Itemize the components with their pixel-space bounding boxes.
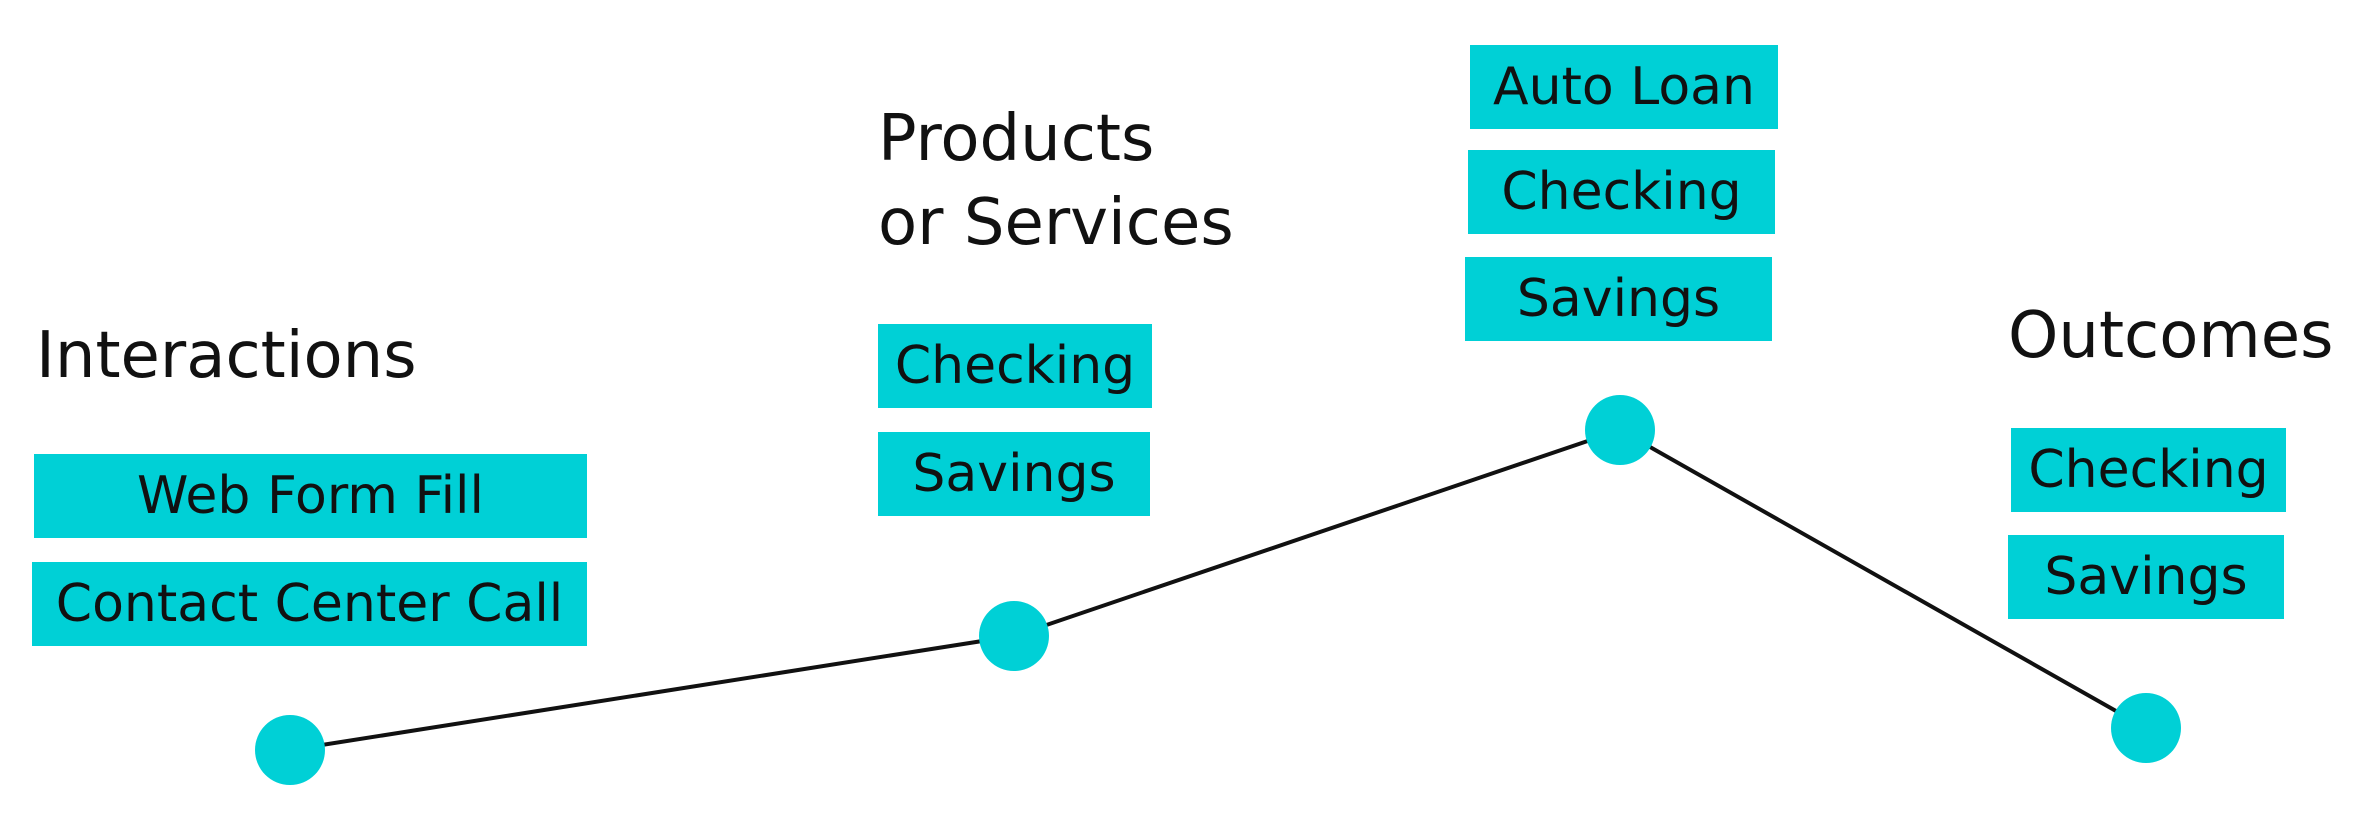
products-checking-tag: Checking xyxy=(878,324,1152,408)
products-services-heading-line-2: or Services xyxy=(878,186,1234,260)
journey-line xyxy=(289,427,2147,752)
outcomes-checking-tag: Checking xyxy=(2011,428,2286,512)
outcomes-heading: Outcomes xyxy=(2008,299,2334,373)
products-savings-tag: Savings xyxy=(878,432,1150,516)
products-node xyxy=(979,601,1049,671)
peak-savings-tag: Savings xyxy=(1465,257,1772,341)
peak-node xyxy=(1585,395,1655,465)
peak-checking-tag: Checking xyxy=(1468,150,1775,234)
web-form-fill-tag: Web Form Fill xyxy=(34,454,587,538)
outcomes-savings-tag: Savings xyxy=(2008,535,2284,619)
auto-loan-tag: Auto Loan xyxy=(1470,45,1778,129)
interactions-node xyxy=(255,715,325,785)
interactions-heading: Interactions xyxy=(36,319,417,393)
contact-center-call-tag: Contact Center Call xyxy=(32,562,587,646)
outcomes-node xyxy=(2111,693,2181,763)
products-services-heading-line-1: Products xyxy=(878,102,1155,176)
